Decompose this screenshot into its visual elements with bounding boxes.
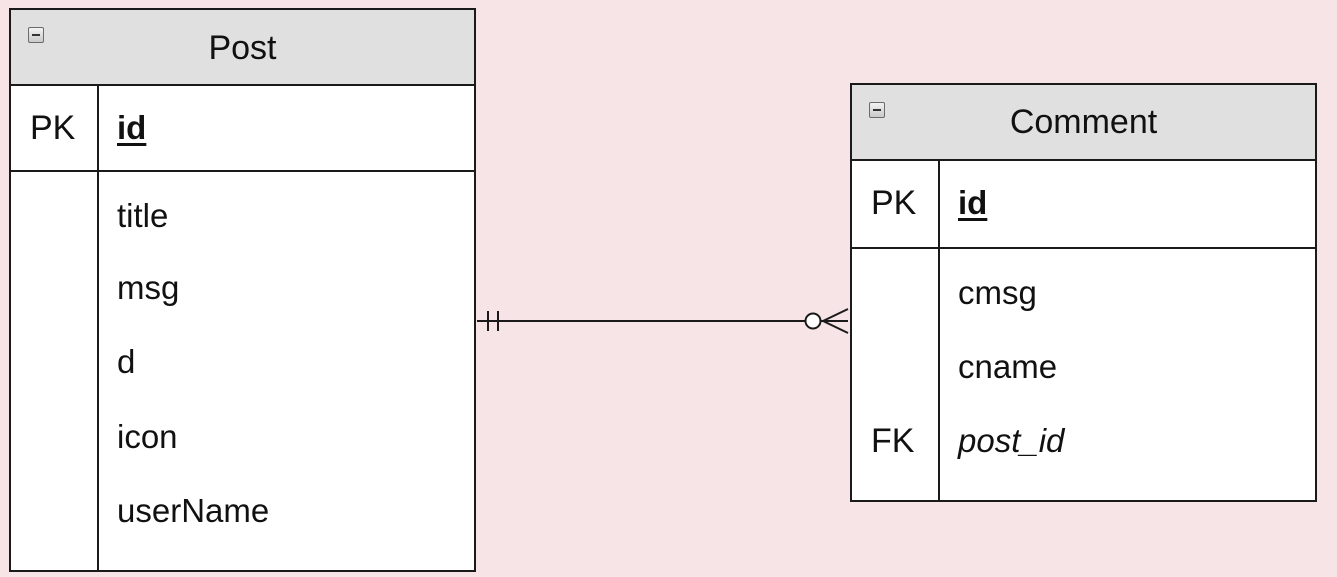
field-msg: msg: [117, 269, 180, 306]
foreign-key-field: post_id: [958, 422, 1065, 459]
pk-label: PK: [30, 109, 76, 147]
field-cmsg: cmsg: [958, 274, 1037, 311]
entity-post[interactable]: Post PK id title msg d icon userName: [9, 8, 476, 572]
fk-label: FK: [871, 422, 915, 460]
entity-comment-header[interactable]: Comment: [852, 85, 1315, 161]
entity-comment-key-divider: [938, 161, 940, 500]
crowfoot-upper: [822, 308, 849, 322]
collapse-icon[interactable]: [28, 27, 44, 43]
entity-comment-pk-row: [852, 161, 1315, 249]
entity-post-header[interactable]: Post: [11, 10, 474, 86]
entity-post-pk-row: [11, 86, 474, 172]
field-icon: icon: [117, 418, 178, 455]
collapse-icon[interactable]: [869, 102, 885, 118]
field-d: d: [117, 343, 136, 380]
entity-post-key-divider: [97, 86, 99, 570]
field-username: userName: [117, 492, 270, 529]
entity-comment-title: Comment: [1009, 103, 1158, 141]
crowfoot-lower: [822, 320, 849, 334]
zero-optional-circle: [804, 312, 822, 330]
entity-post-title: Post: [208, 29, 277, 67]
entity-comment[interactable]: Comment PK id cmsg cname FK post_id: [850, 83, 1317, 502]
primary-key-field: id: [958, 184, 988, 221]
field-cname: cname: [958, 348, 1058, 385]
pk-label: PK: [871, 184, 917, 222]
primary-key-field: id: [117, 109, 147, 146]
field-title: title: [117, 197, 169, 234]
